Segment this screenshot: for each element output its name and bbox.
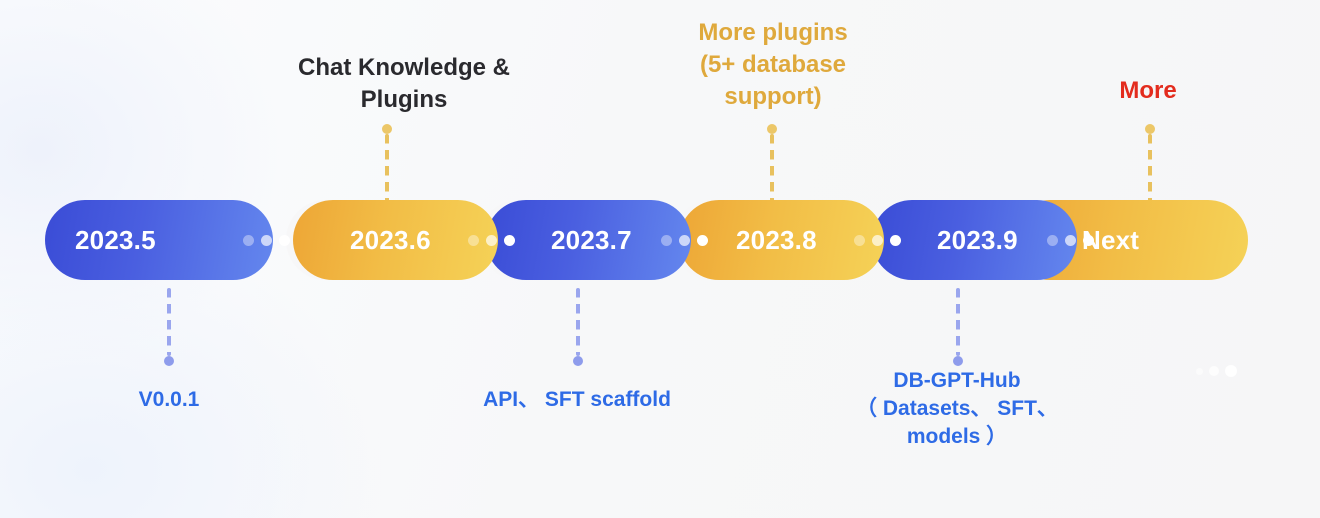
timeline-segment-2023-6[interactable]: 2023.6 xyxy=(293,200,515,280)
timeline-segment-dots-icon xyxy=(854,234,901,246)
timeline-segment-dots-icon xyxy=(1047,234,1094,246)
connector-below-2023-5 xyxy=(164,288,174,366)
milestone-label-chat-knowledge-plugins: Chat Knowledge & Plugins xyxy=(297,54,510,113)
timeline-segment-label: 2023.8 xyxy=(736,224,817,255)
timeline-segment-dots-icon xyxy=(661,234,708,246)
timeline-segment-dots-icon xyxy=(243,234,290,246)
timeline-segment-dots-icon xyxy=(468,234,515,246)
decorative-dots-icon xyxy=(1196,365,1237,377)
timeline-segment-label: 2023.7 xyxy=(551,224,632,255)
milestone-label-more-plugins: More plugins (5+ database support) xyxy=(698,19,848,110)
milestone-label-api-sft-scaffold: API、 SFT scaffold xyxy=(483,388,671,411)
timeline-segment-2023-9[interactable]: 2023.9 xyxy=(872,200,1094,280)
timeline-segment-label: 2023.6 xyxy=(350,224,431,255)
timeline-segment-2023-5[interactable]: 2023.5 xyxy=(45,200,290,280)
connector-above-2023-8 xyxy=(767,124,777,202)
timeline-bar: Next 2023.9 2023.8 2023.7 2023.6 xyxy=(45,200,1248,280)
timeline-segment-2023-7[interactable]: 2023.7 xyxy=(486,200,708,280)
timeline-segment-label: 2023.5 xyxy=(75,224,156,255)
timeline-segment-2023-8[interactable]: 2023.8 xyxy=(679,200,901,280)
connector-above-2023-6 xyxy=(382,124,392,202)
connector-above-next xyxy=(1145,124,1155,202)
milestone-label-db-gpt-hub: DB-GPT-Hub （ Datasets、 SFT、 models ） xyxy=(856,369,1058,448)
timeline-segment-label: 2023.9 xyxy=(937,224,1018,255)
milestone-label-more: More xyxy=(1119,77,1177,104)
milestone-label-v001: V0.0.1 xyxy=(138,388,200,411)
connector-below-2023-7 xyxy=(573,288,583,366)
connector-below-2023-9 xyxy=(953,288,963,366)
